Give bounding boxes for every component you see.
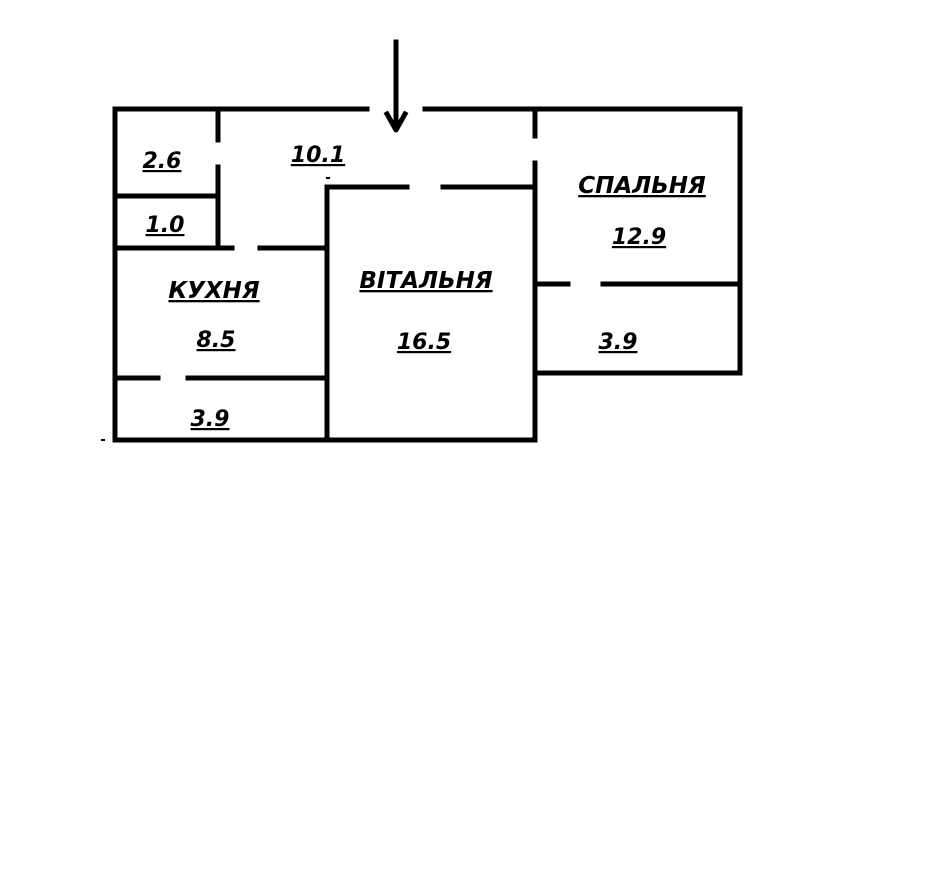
room-area-bedroom-balcony: 3.9 (599, 330, 638, 355)
room-area-storage-tiny: 1.0 (146, 213, 185, 238)
interior-walls (112, 110, 743, 443)
room-area-living-room: 16.5 (397, 330, 451, 355)
room-area-hallway: 10.1 (291, 143, 345, 168)
arrow-down-icon (383, 39, 409, 133)
room-name-living-room: ВІТАЛЬНЯ (359, 268, 492, 294)
room-area-kitchen: 8.5 (197, 328, 236, 353)
room-name-kitchen: КУХНЯ (168, 278, 260, 304)
room-area-kitchen-balcony: 3.9 (191, 407, 230, 432)
room-name-bedroom: СПАЛЬНЯ (578, 173, 706, 199)
room-area-storage-small: 2.6 (143, 149, 182, 174)
room-area-bedroom: 12.9 (612, 225, 666, 250)
